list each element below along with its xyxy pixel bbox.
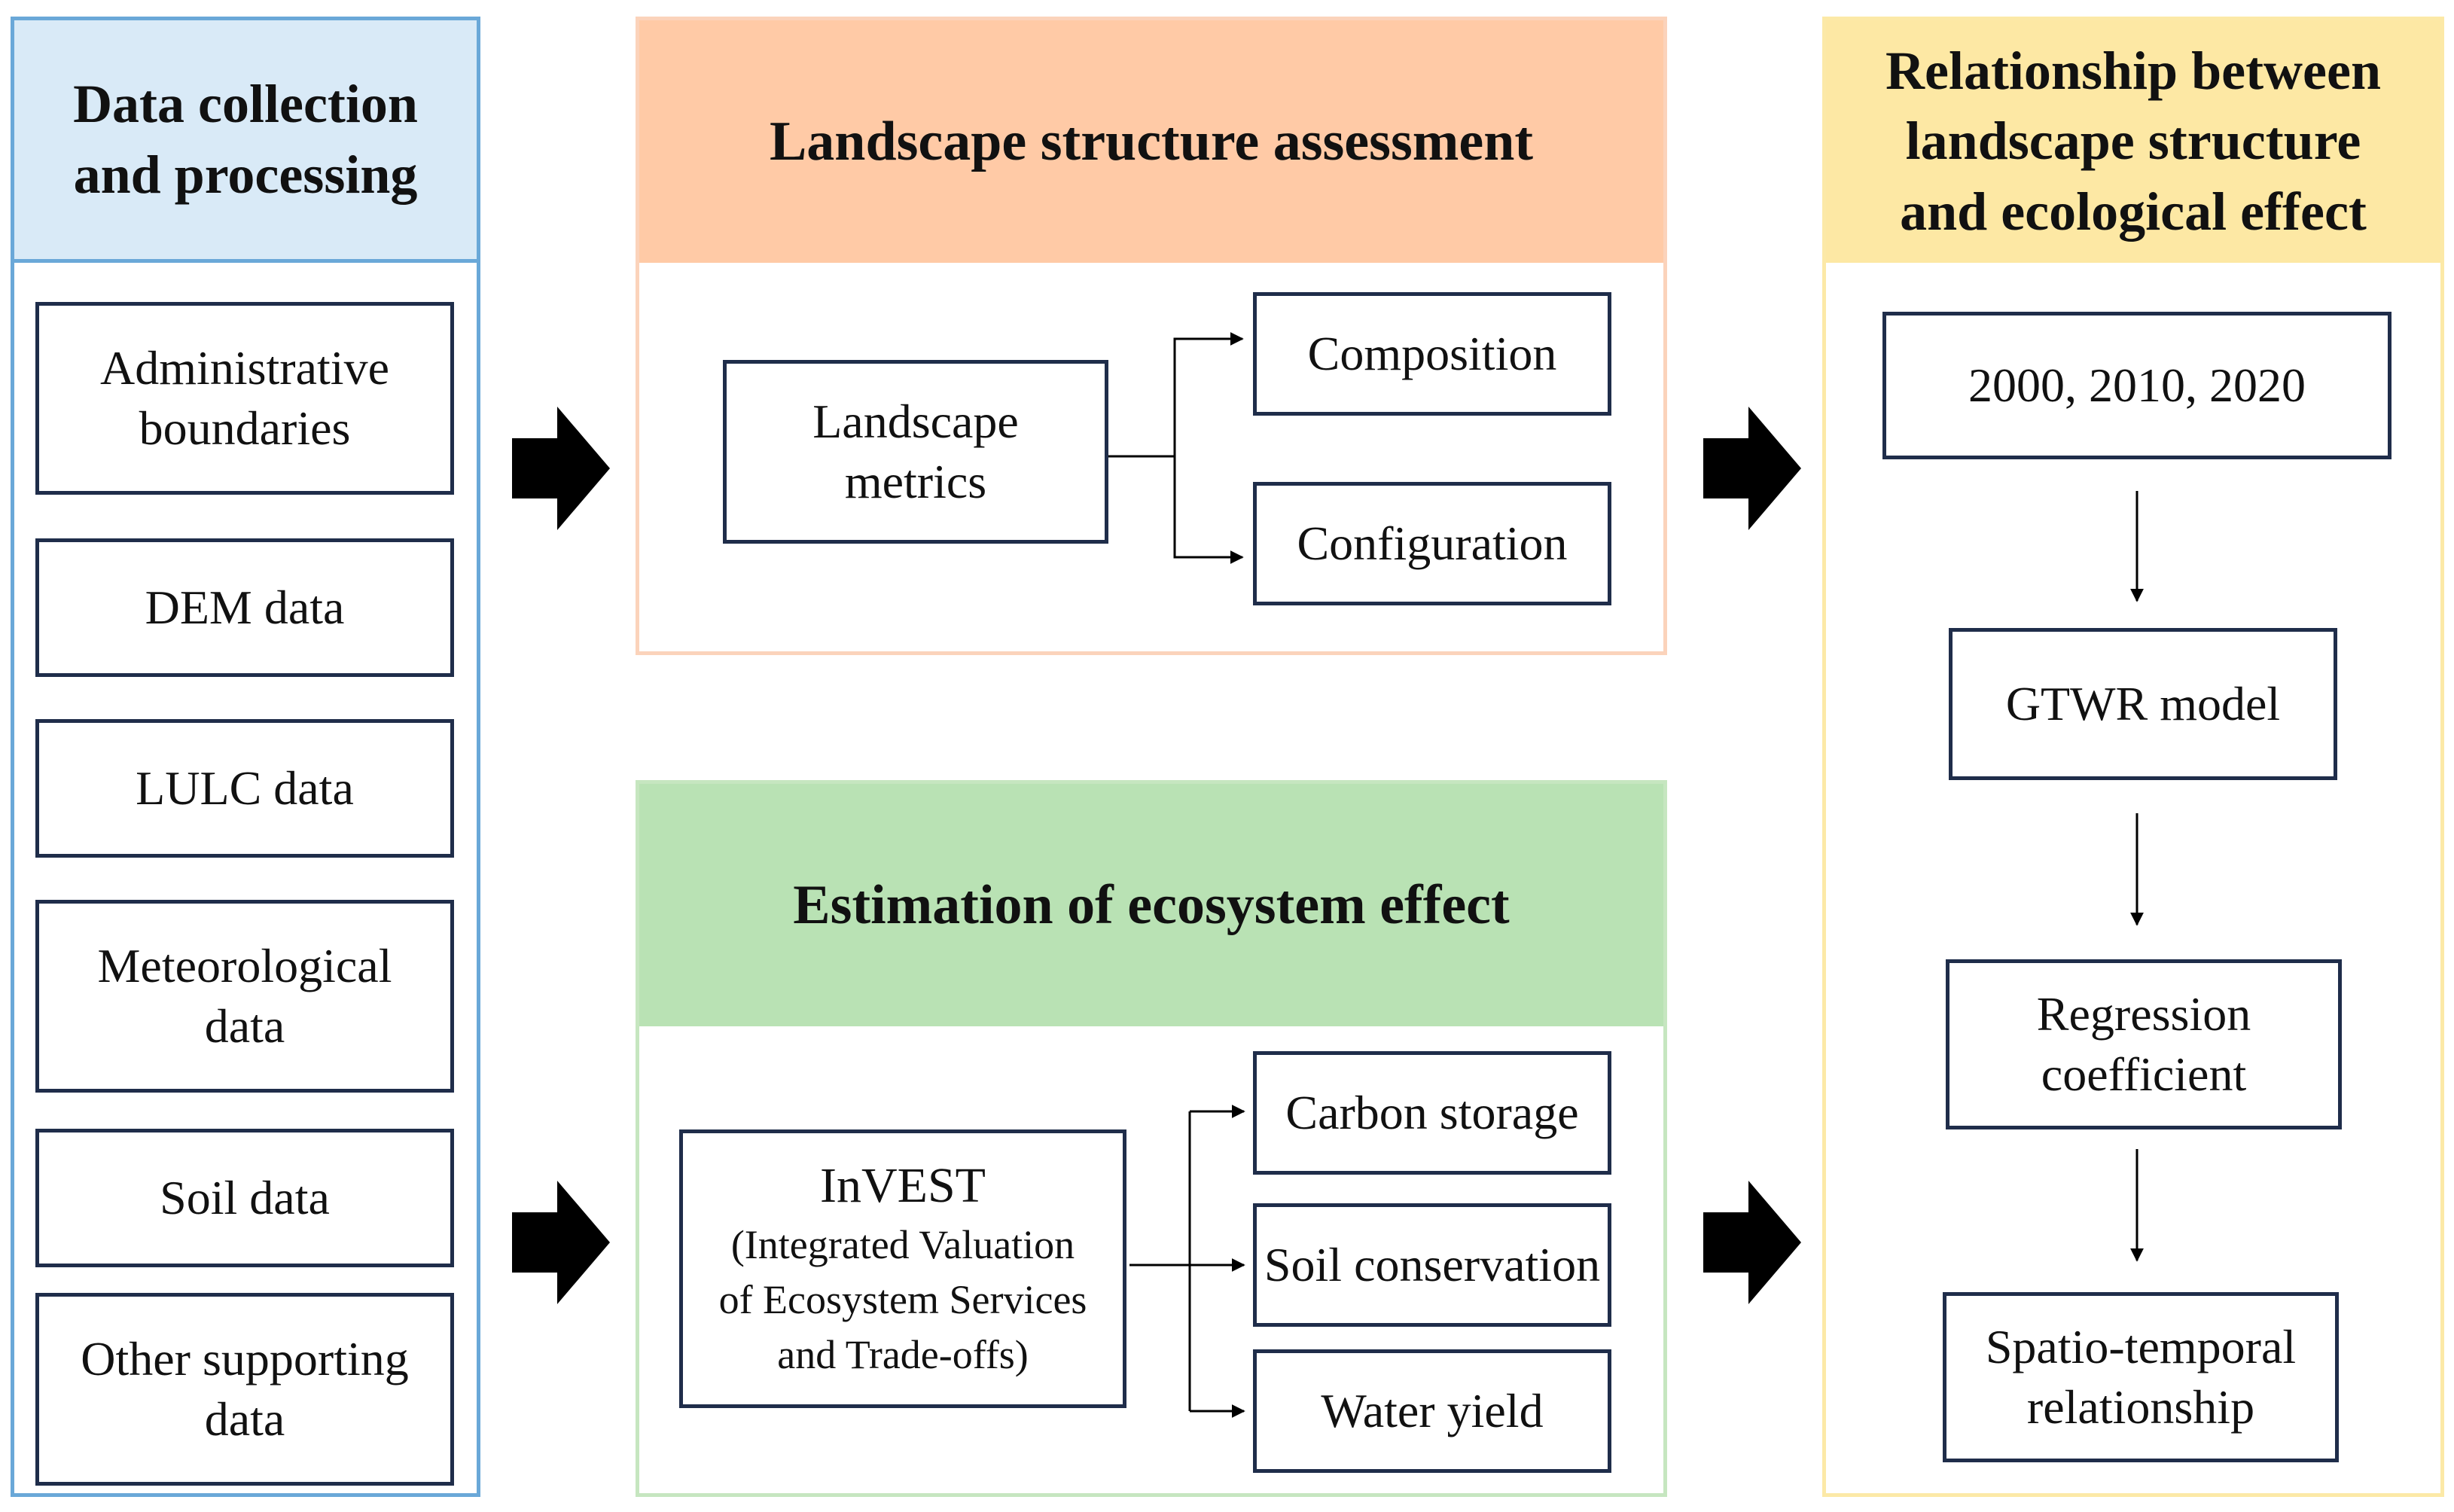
spatio-temporal-relationship-label: Spatio-temporal relationship [1985,1320,2297,1434]
landscape-metrics-box: Landscape metrics [723,360,1108,544]
carbon-storage-box: Carbon storage [1253,1051,1611,1175]
gtwr-model-label: GTWR model [2005,677,2281,730]
regression-coefficient-label: Regression coefficient [2036,987,2251,1101]
landscape-metrics-label: Landscape metrics [812,395,1019,508]
data-item-label: Administrative boundaries [100,341,389,455]
data-item-label: Soil data [160,1171,330,1224]
relationship-title: Relationship between landscape structure… [1885,40,2382,242]
soil-conservation-box: Soil conservation [1253,1203,1611,1327]
composition-label: Composition [1307,327,1557,380]
ecosystem-effect-header: Estimation of ecosystem effect [639,784,1663,1026]
composition-box: Composition [1253,292,1611,416]
data-item-administrative-boundaries: Administrative boundaries [35,302,454,495]
relationship-header: Relationship between landscape structure… [1826,20,2440,263]
flow-arrow-data-to-ecosystem [512,1181,610,1304]
configuration-label: Configuration [1297,517,1568,570]
relationship-panel: Relationship between landscape structure… [1822,17,2444,1497]
years-label: 2000, 2010, 2020 [1968,358,2306,412]
water-yield-label: Water yield [1321,1384,1544,1437]
spatio-temporal-relationship-box: Spatio-temporal relationship [1943,1292,2339,1462]
ecosystem-effect-title: Estimation of ecosystem effect [793,873,1510,936]
gtwr-model-box: GTWR model [1949,628,2337,780]
data-item-soil: Soil data [35,1129,454,1267]
invest-full-name: (Integrated Valuation of Ecosystem Servi… [718,1221,1087,1377]
regression-coefficient-box: Regression coefficient [1946,959,2342,1129]
carbon-storage-label: Carbon storage [1285,1086,1579,1139]
data-item-label: LULC data [136,761,354,815]
data-item-meteorological: Meteorological data [35,900,454,1093]
data-item-label: Other supporting data [81,1332,409,1446]
data-collection-panel: Data collection and processing Administr… [11,17,480,1497]
invest-name: InVEST [820,1158,986,1214]
data-item-other-supporting: Other supporting data [35,1293,454,1486]
landscape-structure-panel: Landscape structure assessment [636,17,1667,655]
landscape-structure-header: Landscape structure assessment [639,20,1663,263]
flow-arrow-data-to-landscape [512,407,610,530]
data-collection-body: Administrative boundaries DEM data LULC … [14,263,477,1493]
flow-arrow-landscape-to-relationship [1703,407,1801,530]
water-yield-box: Water yield [1253,1349,1611,1473]
years-box: 2000, 2010, 2020 [1882,312,2392,459]
data-collection-header: Data collection and processing [14,20,477,263]
data-item-lulc: LULC data [35,719,454,858]
data-item-label: DEM data [145,581,345,634]
data-collection-title: Data collection and processing [73,73,418,205]
data-item-dem: DEM data [35,538,454,677]
landscape-structure-title: Landscape structure assessment [769,110,1534,172]
ecosystem-effect-panel: Estimation of ecosystem effect [636,780,1667,1497]
flow-arrow-ecosystem-to-relationship [1703,1181,1801,1304]
invest-box: InVEST (Integrated Valuation of Ecosyste… [679,1129,1126,1408]
configuration-box: Configuration [1253,482,1611,605]
soil-conservation-label: Soil conservation [1264,1238,1601,1291]
data-item-label: Meteorological data [97,939,392,1053]
